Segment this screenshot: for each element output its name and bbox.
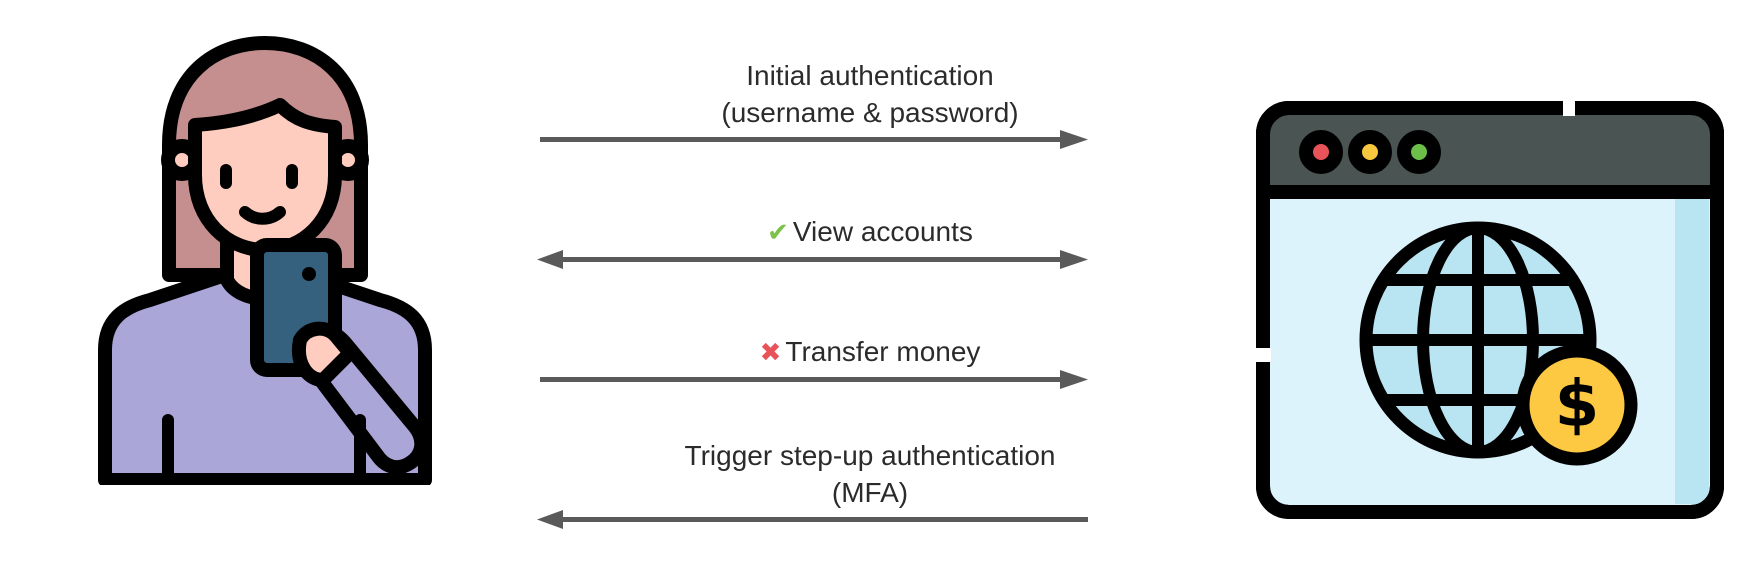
arrow-transfer-money <box>540 377 1060 382</box>
arrowhead-right <box>1060 250 1088 269</box>
arrow-view-accounts <box>560 257 1060 262</box>
arrowhead-left <box>537 250 563 269</box>
dollar-coin-icon <box>1516 344 1638 466</box>
arrowhead-left <box>537 510 563 529</box>
arrow-initial-auth <box>540 137 1060 142</box>
message-initial-auth-line1: Initial authentication <box>746 60 994 91</box>
message-view-accounts: ✔View accounts <box>610 213 1130 251</box>
message-transfer-money: ✖Transfer money <box>610 333 1130 371</box>
person-with-phone-icon <box>98 36 432 485</box>
message-step-up-line1: Trigger step-up authentication <box>684 440 1056 471</box>
arrowhead-right <box>1060 370 1088 389</box>
window-dot-yellow-icon <box>1348 130 1392 174</box>
message-step-up-line2: (MFA) <box>831 477 909 508</box>
message-initial-auth: Initial authentication (username & passw… <box>610 57 1130 131</box>
window-dot-red-icon <box>1299 130 1343 174</box>
arrowhead-right <box>1060 130 1088 149</box>
message-step-up: Trigger step-up authentication (MFA) <box>610 437 1130 511</box>
banking-website-globe-icon: $ <box>1255 100 1724 519</box>
svg-text:$: $ <box>1555 368 1600 442</box>
message-view-accounts-label: View accounts <box>792 216 973 247</box>
message-transfer-money-label: Transfer money <box>785 336 981 367</box>
arrow-step-up <box>560 517 1088 522</box>
window-dot-green-icon <box>1397 130 1441 174</box>
message-initial-auth-line2: (username & password) <box>721 97 1019 128</box>
check-icon: ✔ <box>767 217 789 247</box>
cross-icon: ✖ <box>759 337 782 367</box>
